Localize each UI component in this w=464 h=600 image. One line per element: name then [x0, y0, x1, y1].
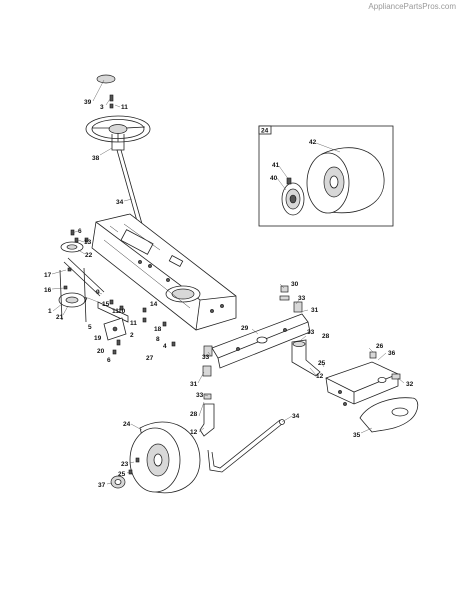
callout: 25 [318, 360, 326, 367]
callout: 8 [156, 336, 160, 343]
watermark: AppliancePartsPros.com [368, 2, 456, 11]
left-spindle[interactable] [199, 365, 215, 437]
callout: 11 [130, 320, 137, 327]
hub-cap[interactable] [110, 457, 140, 489]
front-bracket[interactable] [325, 351, 401, 406]
callout: 13 [84, 239, 92, 246]
callout: 6 [78, 228, 82, 235]
callout: 31 [311, 307, 319, 314]
callout: 23 [121, 461, 129, 468]
steering-gear[interactable] [58, 241, 129, 323]
callout: 19 [94, 335, 102, 342]
detail-tire[interactable] [306, 147, 385, 214]
callout: 40 [270, 175, 278, 182]
callout: 27 [146, 355, 154, 362]
callout: 28 [322, 333, 330, 340]
small-hardware [63, 229, 176, 355]
callout: 14 [150, 301, 158, 308]
callout: 20 [97, 348, 105, 355]
callout: 22 [85, 252, 93, 259]
callout: 41 [272, 162, 280, 169]
callout: 30 [291, 281, 299, 288]
callout: 7 [84, 297, 88, 304]
callout: 31 [190, 381, 198, 388]
detail-box: 24 [258, 125, 394, 227]
callout-labels: 39 3 11 38 34 42 41 40 6 13 22 17 16 9 7… [44, 99, 414, 489]
callout: 2 [130, 332, 134, 339]
callout: 34 [292, 413, 300, 420]
callout: 33 [298, 295, 306, 302]
chassis-frame[interactable] [91, 213, 237, 331]
callout: 26 [376, 343, 384, 350]
callout: 6 [107, 357, 111, 364]
callout: 35 [353, 432, 361, 439]
leader-lines [51, 79, 405, 485]
callout: 28 [190, 411, 198, 418]
callout: 25 [118, 471, 126, 478]
callout: 36 [388, 350, 396, 357]
steering-wheel[interactable] [85, 115, 151, 151]
drag-link[interactable] [207, 419, 285, 473]
bumper-plate[interactable] [359, 397, 419, 433]
pivot-bracket[interactable] [103, 317, 127, 341]
callout: 33 [196, 392, 204, 399]
steering-cap[interactable] [96, 74, 116, 109]
callout: 29 [241, 325, 249, 332]
callout: 11 [121, 104, 128, 111]
callout: 24 [123, 421, 131, 428]
callout: 11 [112, 308, 119, 315]
callout: 16 [44, 287, 52, 294]
callout: 10 [118, 308, 126, 315]
callout: 34 [116, 199, 124, 206]
right-spindle[interactable] [291, 339, 321, 377]
callout: 38 [92, 155, 100, 162]
callout: 18 [154, 326, 162, 333]
callout: 17 [44, 272, 52, 279]
callout: 3 [100, 104, 104, 111]
callout: 33 [202, 354, 210, 361]
callout: 9 [96, 289, 100, 296]
front-tire[interactable] [129, 421, 201, 494]
front-axle[interactable] [203, 301, 311, 369]
callout: 4 [163, 343, 167, 350]
callout: 15 [102, 301, 110, 308]
callout: 12 [316, 373, 324, 380]
callout: 37 [98, 482, 106, 489]
callout: 39 [84, 99, 92, 106]
callout: 33 [307, 329, 315, 336]
callout: 1 [48, 308, 52, 315]
callout: 42 [309, 139, 317, 146]
callout: 21 [56, 314, 64, 321]
detail-rim[interactable] [281, 177, 305, 216]
callout: 32 [406, 381, 414, 388]
axle-pivot-bolt[interactable] [279, 285, 290, 301]
callout: 12 [190, 429, 198, 436]
detail-box-label: 24 [261, 128, 269, 135]
callout: 5 [88, 324, 92, 331]
